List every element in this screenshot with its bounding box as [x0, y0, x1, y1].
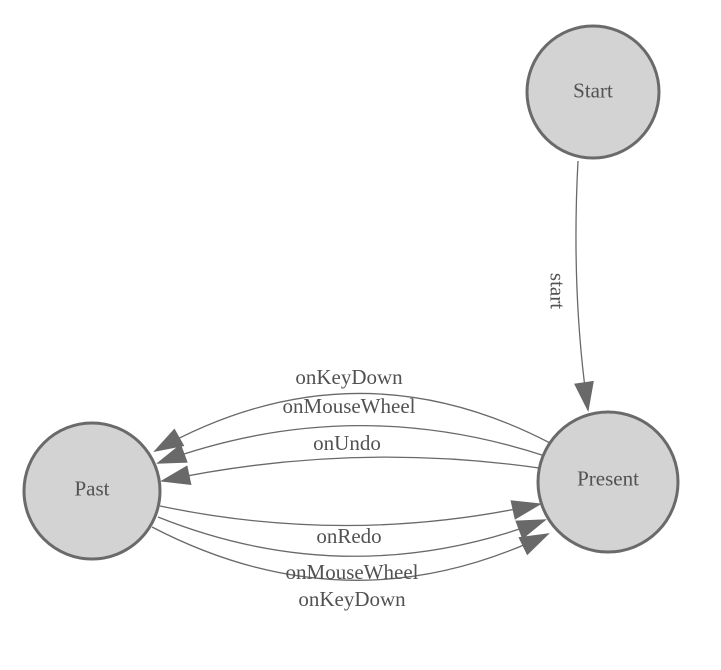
edge-label-onkeydown-bottom: onKeyDown	[298, 587, 406, 611]
state-node-start-circle	[525, 24, 661, 160]
edge-present-to-past-onkeydown	[153, 392, 551, 452]
edge-label-onmousewheel-bottom: onMouseWheel	[286, 560, 419, 584]
edge-past-to-present-onkeydown	[151, 526, 550, 581]
edge-label-onmousewheel-top: onMouseWheel	[283, 394, 416, 418]
edge-start-to-present	[574, 160, 594, 412]
edge-past-to-present-onmousewheel	[157, 516, 547, 557]
edge-label-onkeydown-top: onKeyDown	[295, 365, 403, 389]
edge-label-onundo: onUndo	[313, 431, 381, 455]
state-node-past-label: Past	[74, 476, 109, 500]
edge-label-start: start	[546, 273, 570, 309]
state-node-present-label: Present	[577, 466, 639, 490]
edge-present-to-past-onmousewheel	[156, 425, 546, 464]
edge-present-to-past-onundo	[160, 456, 540, 485]
state-node-past-circle	[22, 421, 162, 561]
state-node-start-label: Start	[573, 78, 613, 102]
state-node-present-circle	[536, 410, 680, 554]
state-node-start: Start	[525, 24, 661, 160]
state-node-present: Present	[536, 410, 680, 554]
edge-label-onredo: onRedo	[316, 524, 381, 548]
edge-past-to-present-onredo	[159, 500, 542, 527]
state-node-past: Past	[22, 421, 162, 561]
